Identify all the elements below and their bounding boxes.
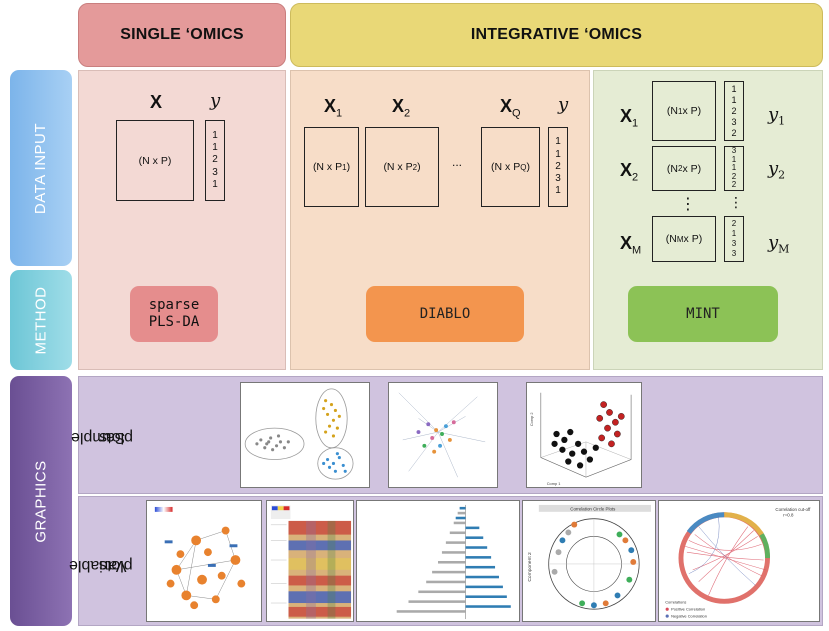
mint-x1-label: X1	[620, 106, 639, 130]
single-y-value: 1	[212, 129, 218, 141]
data-input-label-box: DATA INPUT	[10, 70, 72, 266]
heatmap-graphic	[270, 505, 352, 619]
circos-cutoff-value: r=0.8	[783, 513, 794, 518]
single-y-value: 2	[212, 154, 218, 166]
circos-negative-label: Negative Correlation	[671, 614, 707, 619]
mint-method-label: MINT	[686, 305, 720, 322]
circos-graphic: Correlation cut-off r=0.8 Correlations P…	[665, 507, 811, 619]
diablo-y-label: y	[558, 94, 569, 115]
arrow-plot-graphic	[398, 392, 486, 478]
correlation-plot-title: Correlation Circle Plots	[570, 506, 616, 511]
diablo-method-box: DIABLO	[366, 286, 524, 342]
circos-positive-label: Positive Correlation	[671, 607, 705, 612]
correlation-plot-ylabel: Component 2	[527, 552, 533, 582]
single-omics-header: SINGLE ‘OMICS	[78, 3, 286, 67]
mint-method-box: MINT	[628, 286, 778, 342]
single-y-vector: 1 1 2 3 1	[205, 120, 225, 201]
single-matrix: (N x P)	[116, 120, 194, 201]
integrative-omics-header: INTEGRATIVE ‘OMICS	[290, 3, 823, 67]
mint-x2-label: X2	[620, 160, 639, 184]
integrative-omics-title: INTEGRATIVE ‘OMICS	[470, 26, 643, 43]
loadings-bar-graphic	[396, 504, 511, 620]
method-label: METHOD	[32, 286, 50, 354]
mint-ym-label: yM	[768, 232, 790, 256]
circos-legend-title: Correlations	[665, 599, 686, 604]
diablo-method-label: DIABLO	[419, 305, 471, 322]
single-y-value: 3	[212, 166, 218, 178]
single-omics-title: SINGLE ‘OMICS	[120, 26, 244, 43]
variable-plot-heatmap	[266, 500, 354, 622]
method-label-box: METHOD	[10, 270, 72, 370]
variable-plot-network	[146, 500, 262, 622]
network-graphic	[154, 506, 246, 610]
diablo-xq-label: XQ	[500, 96, 521, 120]
data-input-label: DATA INPUT	[32, 122, 50, 214]
diablo-ellipsis: ...	[452, 155, 463, 169]
single-x-label: X	[150, 92, 163, 112]
ellipse-scatter-graphic	[244, 388, 354, 480]
sample-plot-arrows	[388, 382, 498, 488]
single-matrix-label: (N x P)	[138, 154, 172, 167]
mint-y1-label: y1	[768, 104, 786, 128]
mint-vdots-1: ⋮	[680, 196, 696, 213]
variable-plot-loadings	[356, 500, 520, 622]
graphics-label: GRAPHICS	[32, 459, 50, 543]
variable-plot-correlation-circle: Correlation Circle Plots Component 2	[522, 500, 656, 622]
circos-cutoff-label: Correlation cut-off	[775, 507, 811, 512]
diablo-x2-label: X2	[392, 96, 411, 120]
correlation-circle-graphic: Correlation Circle Plots Component 2	[527, 504, 651, 610]
sample-plot-ellipses	[240, 382, 370, 488]
3d-plot-comp1-label: Comp 1	[547, 481, 561, 486]
variable-plot-circos: Correlation cut-off r=0.8 Correlations P…	[658, 500, 820, 622]
mint-vdots-2: ⋮	[729, 194, 743, 210]
graphics-label-box: GRAPHICS	[10, 376, 72, 626]
mint-xm-label: XM	[620, 233, 642, 257]
single-y-value: 1	[212, 178, 218, 190]
3d-scatter-graphic: Comp 2 Comp 1	[529, 392, 632, 486]
mint-y2-label: y2	[768, 158, 786, 182]
3d-plot-comp2-label: Comp 2	[529, 412, 534, 426]
spls-line1: sparse	[148, 297, 200, 313]
sample-plot-3d: Comp 2 Comp 1	[526, 382, 642, 488]
diablo-x1-label: X1	[324, 96, 343, 120]
single-y-label: y	[210, 90, 221, 111]
single-y-value: 1	[212, 142, 218, 154]
spls-line2: PLS-DA	[148, 314, 200, 330]
